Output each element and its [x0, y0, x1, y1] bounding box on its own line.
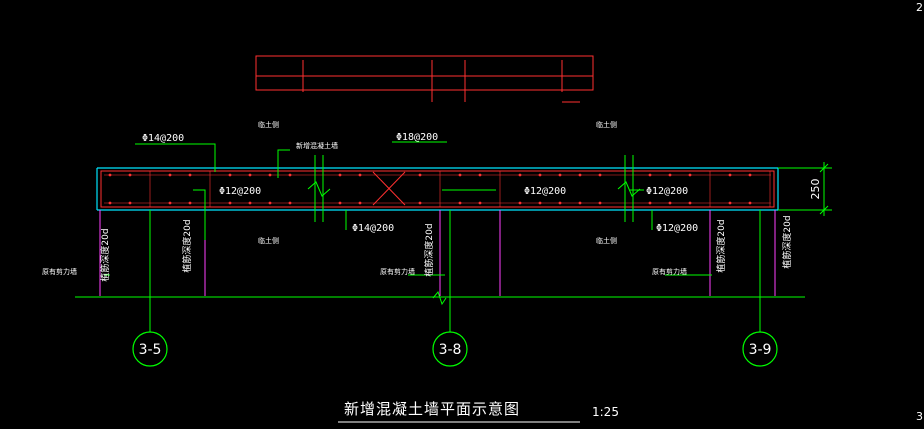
drawing-scale: 1:25 [592, 405, 619, 419]
note-anchor-depth: 植筋深度20d [715, 219, 727, 272]
dimension-text: 250 [809, 179, 822, 200]
note-anchor-depth: 植筋深度20d [99, 228, 111, 281]
axis-label: 3-5 [139, 342, 162, 358]
top-section-detail [255, 55, 594, 103]
rebar-label-mid-right: Φ12@200 [646, 186, 688, 197]
axis-label: 3-8 [439, 342, 462, 358]
rebar-label-top-center: Φ18@200 [396, 132, 438, 143]
axis-label: 3-9 [749, 342, 772, 358]
note-soil-side: 临土侧 [258, 236, 279, 245]
leader-lines [104, 141, 712, 276]
note-shear-wall: 原有剪力墙 [42, 267, 77, 276]
axis-bubble-3-9[interactable]: 3-9 [742, 331, 778, 367]
note-soil-side: 临土侧 [596, 236, 617, 245]
dimension-250: 250 [778, 162, 832, 216]
axis-bubble-3-5[interactable]: 3-5 [132, 331, 168, 367]
note-soil-side: 临土侧 [596, 120, 617, 129]
rebar-label-bottom-center: Φ14@200 [352, 223, 394, 234]
note-anchor-depth: 植筋深度20d [781, 215, 793, 268]
rebar-label-mid-center: Φ12@200 [524, 186, 566, 197]
rebar-label-mid-left: Φ12@200 [219, 186, 261, 197]
rebar-label-top-left: Φ14@200 [142, 133, 184, 144]
note-anchor-depth: 植筋深度20d [423, 223, 435, 276]
note-anchor-depth: 植筋深度20d [181, 219, 193, 272]
drawing-title: 新增混凝土墙平面示意图 [344, 400, 520, 418]
note-shear-wall: 原有剪力墙 [380, 267, 415, 276]
wall-plan [96, 155, 779, 306]
note-soil-side: 临土侧 [258, 120, 279, 129]
rebar-label-bottom-right: Φ12@200 [656, 223, 698, 234]
note-shear-wall: 原有剪力墙 [652, 267, 687, 276]
grid-lines [75, 210, 805, 332]
note-new-concrete-wall: 新增混凝土墙 [296, 141, 338, 150]
corner-mark: 3 [916, 410, 923, 423]
axis-bubble-3-8[interactable]: 3-8 [432, 331, 468, 367]
corner-mark: 2 [916, 1, 923, 14]
